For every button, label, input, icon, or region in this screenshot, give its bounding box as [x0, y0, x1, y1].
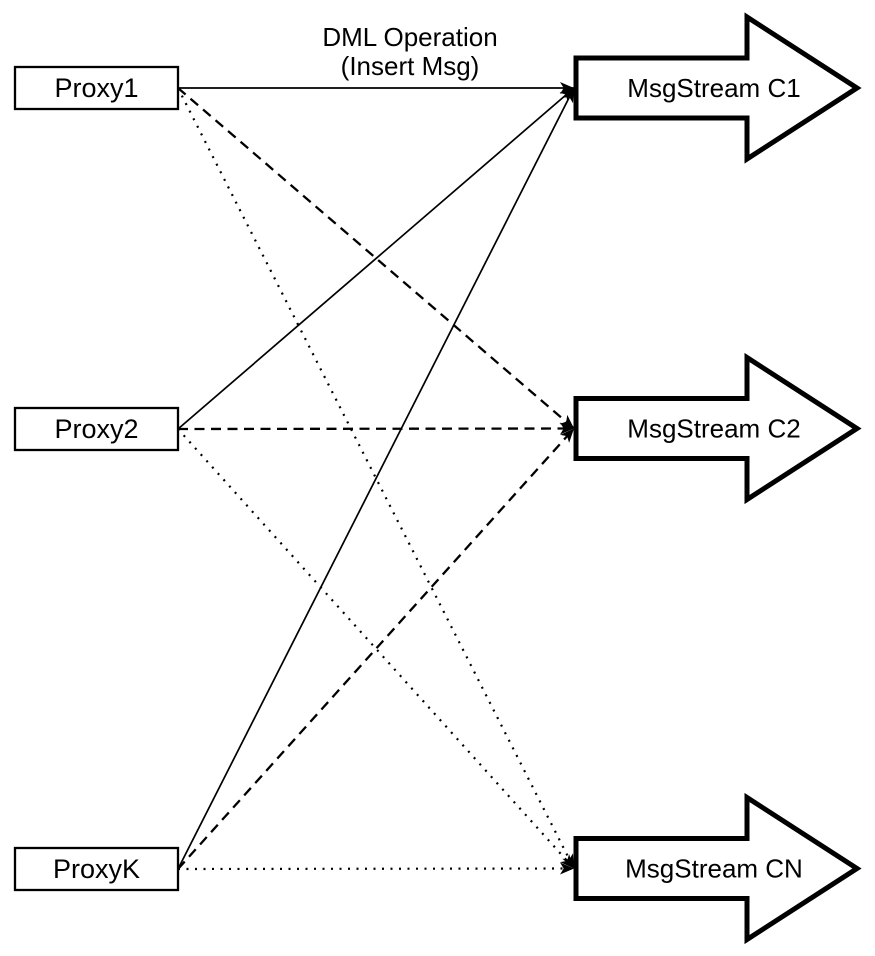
msgstream-c2-label: MsgStream C2 [627, 414, 800, 444]
proxy2-label: Proxy2 [54, 414, 138, 444]
msgstream-c2-block-arrow-shape [573, 352, 862, 505]
msgstream-cn-block-arrow-shape [573, 792, 862, 945]
edge-annotation-line1: DML Operation [322, 22, 497, 52]
node-proxy1: Proxy1 [13, 65, 180, 111]
msgstream-cn-label: MsgStream CN [625, 854, 803, 884]
node-msgstream-c1: MsgStream C1 [573, 12, 862, 164]
edge-proxy2-c2-dashed [177, 422, 575, 435]
node-proxyk: ProxyK [13, 846, 180, 892]
edge-annotation-line2: (Insert Msg) [341, 51, 480, 81]
msgstream-c1-block-arrow-shape [573, 12, 862, 164]
node-msgstream-cn: MsgStream CN [573, 792, 862, 945]
proxy1-box [13, 65, 180, 111]
node-proxy2: Proxy2 [13, 406, 180, 452]
proxyk-label: ProxyK [53, 854, 140, 884]
edge-proxyk-c1-solid [177, 87, 575, 870]
edge-proxy1-c2-dashed [177, 87, 575, 430]
edge-proxyk-cn-dotted [177, 862, 575, 875]
edge-proxy1-cn-dotted [177, 87, 575, 869]
proxy1-label: Proxy1 [54, 73, 138, 103]
proxyk-box [13, 846, 180, 892]
msgstream-c1-label: MsgStream C1 [627, 73, 800, 103]
proxy2-box [13, 406, 180, 452]
node-msgstream-c2: MsgStream C2 [573, 352, 862, 505]
edge-proxy2-c1-solid [177, 87, 575, 430]
edges-layer [177, 82, 575, 875]
